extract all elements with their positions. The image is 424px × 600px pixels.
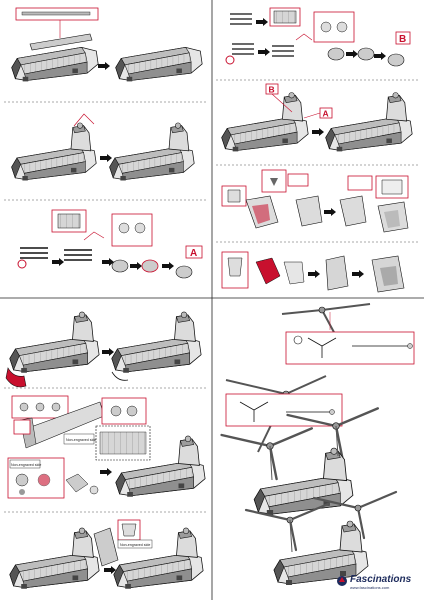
assembled-helicopter-bottom [244, 490, 398, 585]
note-non-engraved-left: Non-engraved side [66, 438, 96, 442]
step-separators [4, 79, 420, 513]
step-6 [221, 169, 409, 233]
callout-b-mid: B [269, 85, 275, 95]
brand-mark-icon [337, 576, 347, 586]
step-1 [11, 7, 203, 82]
brand-logo: Fascinations www.fascinations.com [336, 574, 414, 594]
callout-a-left: A [190, 248, 197, 259]
brand-name: Fascinations [350, 574, 412, 585]
step-5: B A [222, 83, 412, 151]
step-2 [12, 113, 195, 181]
step-9: Non-engraved side Non-engraved side [7, 395, 205, 499]
step-3: A [17, 209, 203, 279]
step-10: Non-engraved side [10, 519, 203, 589]
callout-a-mid: A [323, 109, 329, 119]
rotor-step-front [225, 375, 343, 453]
step-4: B [225, 7, 411, 67]
step-7 [221, 251, 405, 293]
brand-url[interactable]: www.fascinations.com [350, 585, 390, 590]
rotor-step-rear [281, 303, 415, 365]
step-8 [5, 312, 201, 388]
note-non-engraved-right: Non-engraved side [11, 463, 41, 467]
note-non-engraved-bottom: Non-engraved side [120, 543, 150, 547]
callout-b-top: B [399, 34, 406, 45]
assembled-helicopter-top [220, 407, 380, 515]
